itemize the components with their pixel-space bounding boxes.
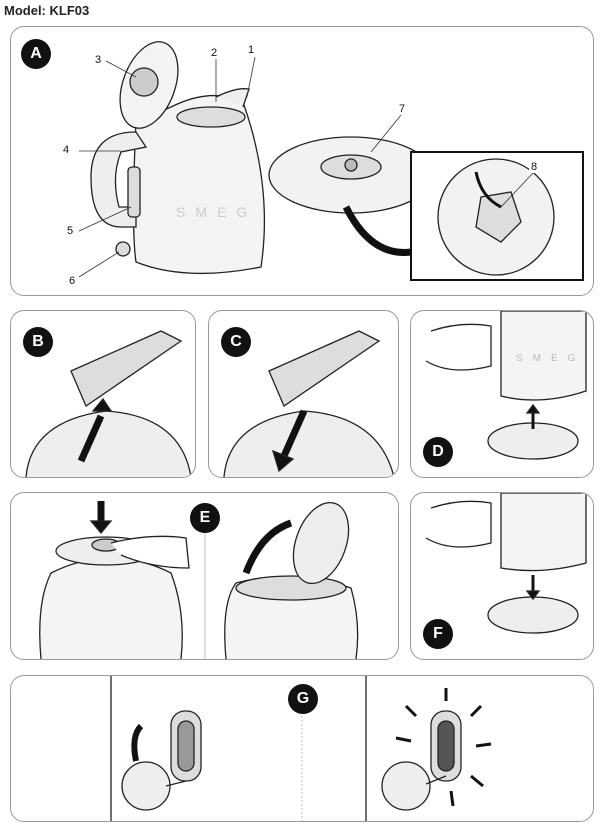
callout-1: 1 (246, 44, 257, 56)
brand-text-d: SMEG (516, 353, 585, 364)
model-label: Model: KLF03 (4, 3, 90, 18)
panel-b: B (10, 310, 196, 478)
callout-7: 7 (397, 103, 408, 115)
brand-text: SMEG (176, 204, 257, 220)
panel-c-badge: C (221, 327, 251, 357)
lid-removal-illustration (25, 330, 192, 477)
callout-3: 3 (93, 54, 104, 66)
panel-g: G (10, 675, 594, 822)
panel-d-badge: D (423, 437, 453, 467)
panel-a-badge: A (21, 39, 51, 69)
panel-e-badge: E (190, 503, 220, 533)
panel-f-badge: F (423, 619, 453, 649)
panel-d: SMEG D (410, 310, 594, 478)
callout-4: 4 (61, 144, 72, 156)
kettle-overview-illustration: SMEG (78, 41, 584, 281)
lift-from-base-illustration: SMEG (425, 311, 587, 460)
panel-g-badge: G (288, 684, 318, 714)
callout-6: 6 (67, 275, 78, 287)
lid-insert-illustration (223, 330, 395, 477)
panel-f: F (410, 492, 594, 660)
callout-2: 2 (209, 47, 220, 59)
panel-c: C (208, 310, 399, 478)
callout-8: 8 (529, 161, 540, 173)
place-on-base-illustration (425, 493, 587, 634)
lid-open-illustration (39, 501, 359, 659)
panel-e: E (10, 492, 399, 660)
callout-5: 5 (65, 225, 76, 237)
panel-b-badge: B (23, 327, 53, 357)
panel-a: A SMEG (10, 26, 594, 296)
switch-on-illustration (110, 676, 492, 821)
